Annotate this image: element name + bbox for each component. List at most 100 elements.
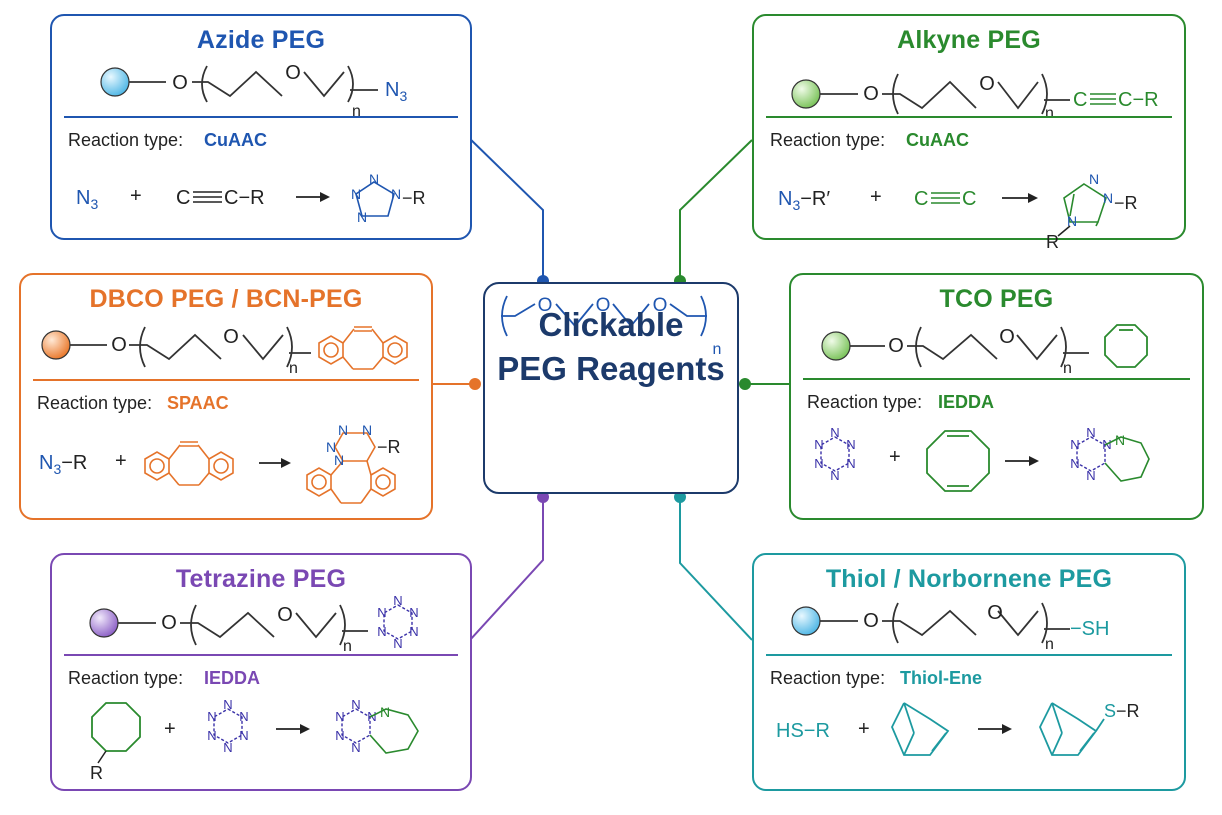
plus-sign: + bbox=[889, 446, 901, 468]
center-o1: O bbox=[538, 295, 553, 316]
product-substituent: −R bbox=[377, 437, 401, 457]
tetrazine-reactant-icon bbox=[820, 436, 850, 472]
svg-text:N: N bbox=[1067, 213, 1077, 229]
center-title-line1: Clickable bbox=[538, 306, 684, 343]
tco-peg-structure: O O n bbox=[821, 324, 1148, 377]
svg-text:N: N bbox=[239, 728, 248, 743]
card-dbco-peg: DBCO PEG / BCN-PEG O O n Reaction type: … bbox=[19, 273, 433, 520]
card-title: TCO PEG bbox=[939, 285, 1054, 313]
tco-ring-icon bbox=[1104, 324, 1148, 368]
reaction-type: SPAAC bbox=[167, 393, 229, 413]
peg-sphere-icon bbox=[100, 67, 130, 97]
dbco-reactant-icon bbox=[144, 441, 234, 486]
tco-reactant-icon bbox=[91, 702, 141, 752]
alkyne-peg-structure: O O n C C−R bbox=[791, 73, 1159, 122]
divider bbox=[803, 378, 1190, 380]
dbco-n-sub: n bbox=[289, 360, 298, 377]
plus-sign: + bbox=[164, 718, 176, 740]
card-title: DBCO PEG / BCN-PEG bbox=[89, 285, 363, 313]
azide-end-group: N3 bbox=[385, 79, 407, 104]
svg-text:N: N bbox=[351, 697, 360, 712]
connector-dot-thiol bbox=[674, 491, 686, 503]
reaction-arrow-icon bbox=[1002, 724, 1012, 734]
dbco-peg-structure: O O n bbox=[41, 326, 408, 377]
svg-text:N: N bbox=[335, 728, 344, 743]
reaction-type: CuAAC bbox=[204, 130, 267, 150]
thiol-reaction-scheme: HS−R + S −R bbox=[776, 701, 1140, 756]
alkyne-o-left: O bbox=[863, 83, 879, 105]
plus-sign: + bbox=[870, 186, 882, 208]
thiol-o-left: O bbox=[863, 610, 879, 632]
svg-text:N: N bbox=[362, 422, 372, 438]
reactant-azide: N3−R bbox=[39, 452, 87, 477]
reaction-arrow-icon bbox=[320, 192, 330, 202]
tco-n-sub: n bbox=[1063, 360, 1072, 377]
azide-reaction-scheme: N3 + C C−R N N N N −R bbox=[76, 171, 426, 225]
svg-text:N: N bbox=[1070, 456, 1079, 471]
connector-thiol bbox=[679, 497, 753, 641]
divider bbox=[64, 116, 458, 118]
reaction-type: CuAAC bbox=[906, 130, 969, 150]
svg-text:N: N bbox=[409, 624, 418, 639]
thiol-end-group: −SH bbox=[1070, 618, 1109, 640]
reaction-label: Reaction type: bbox=[68, 668, 184, 688]
reactant-azide: N3−R′ bbox=[778, 188, 830, 213]
azide-peg-structure: O O n N3 bbox=[100, 62, 407, 120]
svg-text:N: N bbox=[377, 605, 386, 620]
svg-text:N: N bbox=[377, 624, 386, 639]
alkyne-reaction-scheme: N3−R′ + C C N N N −R R bbox=[778, 171, 1138, 252]
svg-text:N: N bbox=[334, 452, 344, 468]
azide-o-right: O bbox=[285, 62, 301, 84]
divider bbox=[33, 379, 419, 381]
svg-text:N: N bbox=[351, 740, 360, 755]
peg-sphere-icon bbox=[791, 79, 821, 109]
tetrazine-o-left: O bbox=[161, 612, 177, 634]
azide-n-sub: n bbox=[352, 103, 361, 120]
reactant-azide: N3 bbox=[76, 187, 98, 212]
svg-text:N: N bbox=[223, 740, 232, 755]
svg-text:N: N bbox=[1103, 190, 1113, 206]
card-thiol-peg: Thiol / Norbornene PEG O O n −SH Reactio… bbox=[752, 553, 1186, 791]
reaction-type: IEDDA bbox=[204, 668, 261, 688]
dbco-ring-icon bbox=[318, 326, 408, 370]
connector-alkyne bbox=[679, 139, 753, 281]
product-substituent: −R bbox=[1116, 701, 1140, 721]
center-node: Clickable PEG Reagents O O O n bbox=[483, 282, 739, 494]
svg-text:N: N bbox=[409, 605, 418, 620]
product-substituent: −R bbox=[1114, 193, 1138, 213]
reaction-type: Thiol-Ene bbox=[900, 668, 982, 688]
reaction-arrow-icon bbox=[1028, 193, 1038, 203]
peg-sphere-icon bbox=[791, 606, 821, 636]
svg-text:N: N bbox=[207, 709, 216, 724]
divider bbox=[766, 654, 1172, 656]
dbco-o-right: O bbox=[223, 326, 239, 348]
tetrazine-reactant-icon bbox=[213, 708, 243, 744]
svg-text:N: N bbox=[830, 468, 839, 483]
alkyne-end-left: C bbox=[1073, 89, 1087, 111]
reactant-alkyne-right: C−R bbox=[224, 187, 265, 209]
svg-text:N: N bbox=[814, 437, 823, 452]
svg-text:N: N bbox=[357, 209, 367, 225]
thiol-n-sub: n bbox=[1045, 636, 1054, 653]
svg-text:N: N bbox=[1086, 468, 1095, 483]
reactant-alkyne-left: C bbox=[176, 187, 190, 209]
svg-text:N: N bbox=[338, 422, 348, 438]
norbornene-reactant-icon bbox=[891, 702, 950, 756]
dbco-o-left: O bbox=[111, 334, 127, 356]
connector-dot-tetrazine bbox=[537, 491, 549, 503]
card-azide-peg: Azide PEG O O n N3 Reaction type: CuAAC … bbox=[50, 14, 472, 240]
thiol-peg-structure: O O n −SH bbox=[791, 602, 1109, 653]
center-title-line2: PEG Reagents bbox=[497, 350, 725, 387]
peg-sphere-icon bbox=[41, 330, 71, 360]
reactant-thiol: HS−R bbox=[776, 720, 830, 742]
alkyne-o-right: O bbox=[979, 73, 995, 95]
divider bbox=[64, 654, 458, 656]
tco-o-right: O bbox=[999, 326, 1015, 348]
tco-reactant-icon bbox=[926, 430, 990, 492]
connector-dot-dbco bbox=[469, 378, 481, 390]
peg-repeat-structure: O O O n bbox=[501, 295, 721, 358]
